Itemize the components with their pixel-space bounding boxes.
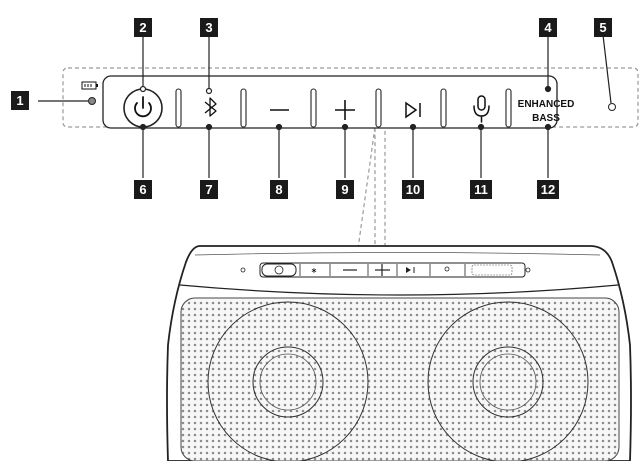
svg-text:10: 10 bbox=[406, 182, 420, 197]
svg-text:9: 9 bbox=[341, 182, 348, 197]
callout-1: 1 bbox=[11, 91, 29, 110]
callout-7: 7 bbox=[200, 180, 218, 199]
callout-4: 4 bbox=[539, 18, 557, 37]
callout-10: 10 bbox=[402, 180, 424, 199]
svg-text:2: 2 bbox=[139, 20, 146, 35]
callout-8: 8 bbox=[270, 180, 288, 199]
svg-text:7: 7 bbox=[205, 182, 212, 197]
callout-9: 9 bbox=[336, 180, 354, 199]
microphone-button[interactable] bbox=[455, 88, 500, 128]
power-button[interactable] bbox=[124, 89, 162, 127]
svg-text:5: 5 bbox=[599, 20, 606, 35]
enhanced-bass-label-1: ENHANCED bbox=[518, 99, 575, 110]
svg-text:6: 6 bbox=[139, 182, 146, 197]
volume-down-button[interactable] bbox=[255, 88, 300, 128]
svg-text:12: 12 bbox=[541, 182, 555, 197]
volume-up-button[interactable] bbox=[322, 88, 367, 128]
speaker-body: ∗ bbox=[167, 246, 631, 461]
svg-text:8: 8 bbox=[275, 182, 282, 197]
callout-5: 5 bbox=[594, 18, 612, 37]
svg-text:1: 1 bbox=[16, 93, 23, 108]
svg-text:11: 11 bbox=[474, 182, 488, 197]
play-pause-button[interactable] bbox=[390, 88, 435, 128]
control-panel: ENHANCED BASS bbox=[103, 76, 574, 128]
speaker-control-strip: ∗ bbox=[241, 263, 530, 277]
mic-hole bbox=[609, 104, 616, 111]
callout-2: 2 bbox=[134, 18, 152, 37]
svg-text:3: 3 bbox=[205, 20, 212, 35]
battery-icon bbox=[82, 82, 98, 89]
callout-12: 12 bbox=[537, 180, 559, 199]
callout-6: 6 bbox=[134, 180, 152, 199]
callout-11: 11 bbox=[470, 180, 492, 199]
enhanced-bass-label-2: BASS bbox=[532, 113, 560, 124]
speaker-grille bbox=[181, 298, 619, 461]
svg-text:∗: ∗ bbox=[311, 266, 318, 275]
callout-3: 3 bbox=[200, 18, 218, 37]
bluetooth-button[interactable] bbox=[190, 88, 230, 128]
svg-text:4: 4 bbox=[544, 20, 552, 35]
